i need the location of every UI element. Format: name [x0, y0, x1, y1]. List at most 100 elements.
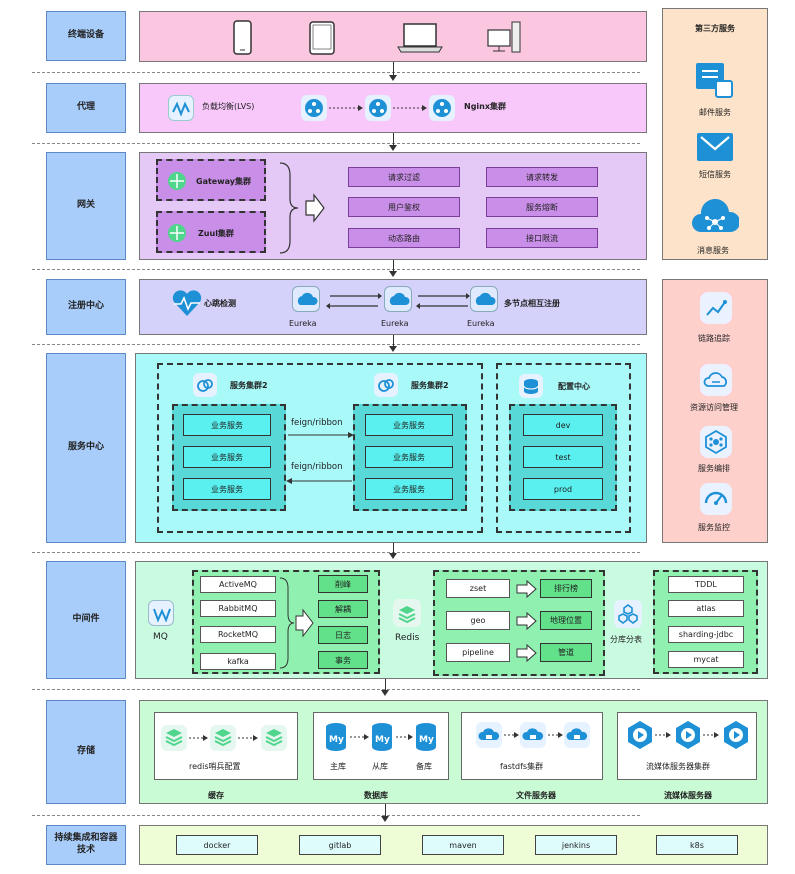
redis-sentinel-chain: [161, 725, 287, 751]
db-slave: 从库: [372, 762, 388, 771]
mysql-icon: My: [372, 723, 392, 751]
cache-box: redis哨兵配置: [154, 712, 298, 780]
feign-label: feign/ribbon: [291, 418, 343, 428]
orchestration-icon: [700, 426, 732, 458]
database-icon: [519, 374, 543, 398]
shard-label: 分库分表: [610, 635, 642, 644]
gateway-panel: Gateway集群 Zuul集群 请求过滤 请求转发 用户鉴权 服务熔断 动态路…: [139, 152, 647, 260]
media-chain: [628, 721, 748, 749]
third-party-message: 消息服务: [697, 246, 729, 255]
mq-rocketmq: RocketMQ: [200, 626, 276, 643]
redis-pipeline: pipeline: [446, 643, 510, 662]
flow-arrow: [381, 816, 389, 822]
layer-label-middleware: 中间件: [46, 561, 126, 679]
separator: [32, 552, 640, 553]
config-env-prod: prod: [523, 478, 603, 500]
resource-access-icon: [700, 364, 732, 396]
bidirectional-arrow: [416, 293, 470, 309]
flow-line: [393, 132, 394, 145]
redis-label: Redis: [395, 633, 420, 643]
proxy-panel: 负载均衡(LVS) Nginx集群: [139, 83, 647, 133]
mq-rabbitmq: RabbitMQ: [200, 600, 276, 617]
mail-service-icon: [696, 63, 733, 98]
shard-atlas: atlas: [668, 600, 744, 617]
service-cluster-right-title: 服务集群2: [411, 381, 449, 390]
tracing-icon: [700, 292, 732, 324]
ops-panel: 链路追踪 资源访问管理 服务编排 服务监控: [662, 279, 768, 543]
right-arrow-icon: [295, 608, 314, 638]
gateway-func-filter: 请求过滤: [348, 167, 460, 187]
db-backup: 备库: [416, 762, 432, 771]
heartbeat-label: 心跳检测: [204, 299, 236, 308]
flow-line: [385, 679, 386, 691]
heartbeat-icon: [172, 290, 202, 316]
cache-caption: redis哨兵配置: [189, 762, 241, 771]
flow-arrow: [389, 271, 397, 277]
mq-use-log: 日志: [318, 626, 368, 644]
svg-text:My: My: [375, 735, 390, 745]
separator: [32, 143, 640, 144]
redis-node-icon: [261, 725, 287, 751]
shard-sharding-jdbc: sharding-jdbc: [668, 626, 744, 643]
separator: [32, 815, 640, 816]
file-server-icon: [520, 722, 546, 748]
ci-docker: docker: [176, 835, 258, 855]
nginx-node-icon: [429, 95, 455, 121]
flow-line: [393, 62, 394, 75]
redis-icon: [393, 599, 421, 627]
nginx-chain: [301, 95, 455, 121]
media-server-icon: [676, 721, 700, 749]
lvs-label: 负载均衡(LVS): [202, 102, 255, 111]
gateway-func-circuit: 服务熔断: [486, 197, 598, 217]
business-service: 业务服务: [365, 446, 453, 468]
ops-monitor: 服务监控: [698, 523, 730, 532]
gateway-func-forward: 请求转发: [486, 167, 598, 187]
media-caption: 流媒体服务器集群: [646, 762, 710, 771]
zuul-cluster-icon: [168, 224, 186, 242]
mysql-chain: My My My: [326, 723, 436, 751]
separator: [32, 344, 640, 345]
config-env-dev: dev: [523, 414, 603, 436]
storage-panel: redis哨兵配置 My My My 主库 从库 备库 fastdfs集群: [139, 700, 768, 804]
message-service-icon: [692, 198, 739, 232]
flow-arrow: [389, 145, 397, 151]
redis-zset: zset: [446, 579, 510, 598]
redis-node-icon: [161, 725, 187, 751]
ops-resource-access: 资源访问管理: [690, 403, 738, 412]
gateway-func-auth: 用户鉴权: [348, 197, 460, 217]
mq-kafka: kafka: [200, 653, 276, 670]
separator: [32, 689, 640, 690]
gateway-cluster-icon: [168, 172, 186, 190]
config-env-test: test: [523, 446, 603, 468]
flow-line: [385, 804, 386, 817]
business-service: 业务服务: [183, 478, 271, 500]
eureka-icon: [384, 286, 412, 312]
config-center-box: [496, 363, 631, 533]
mq-use-transaction: 事务: [318, 651, 368, 669]
ci-maven: maven: [422, 835, 504, 855]
file-server-icon: [564, 722, 590, 748]
sms-service-icon: [697, 133, 733, 161]
nginx-node-icon: [365, 95, 391, 121]
gateway-cluster-label: Gateway集群: [196, 177, 251, 186]
bidirectional-arrow: [326, 293, 382, 309]
eureka-icon: [292, 286, 320, 312]
feign-label: feign/ribbon: [291, 462, 343, 472]
redis-geo: geo: [446, 611, 510, 630]
shard-icon: [614, 600, 642, 628]
nginx-node-icon: [301, 95, 327, 121]
fastdfs-caption: fastdfs集群: [500, 762, 544, 771]
zuul-cluster-label: Zuul集群: [198, 229, 234, 238]
service-clusters-box: [157, 363, 483, 533]
file-server-icon: [476, 722, 502, 748]
registry-note: 多节点相互注册: [504, 299, 560, 308]
eureka-label: Eureka: [467, 319, 495, 328]
registry-panel: 心跳检测 Eureka Eureka Eureka 多节点相互注册: [139, 279, 647, 335]
monitor-icon: [700, 483, 732, 515]
left-arrow: [286, 478, 352, 484]
layer-label-ci: 持续集成和容器技术: [46, 825, 126, 865]
flow-arrow: [389, 553, 397, 559]
db-master: 主库: [330, 762, 346, 771]
storage-group-cache: 缓存: [208, 791, 224, 800]
layer-label-proxy: 代理: [46, 83, 126, 133]
